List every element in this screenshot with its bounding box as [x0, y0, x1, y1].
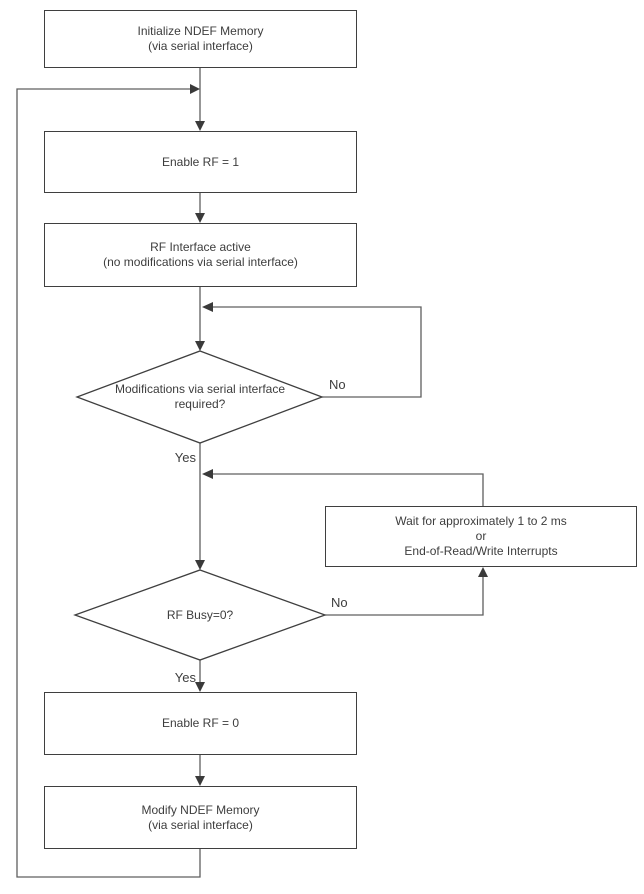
decision-modifications-required-shape [75, 350, 324, 444]
arrowhead-down-icon [195, 776, 205, 786]
node-wait-interrupts-label: Wait for approximately 1 to 2 ms or End-… [395, 514, 567, 558]
edge-wait-return [213, 473, 484, 506]
label-rf-busy-yes: Yes [174, 670, 196, 685]
node-enable-rf-1: Enable RF = 1 [44, 131, 357, 193]
edge-decision1-no-loop [213, 306, 422, 398]
arrowhead-down-icon [195, 560, 205, 570]
arrowhead-down-icon [195, 341, 205, 351]
edge-modify-loop-back [16, 88, 201, 878]
decision-modifications-required-label: Modifications via serial interface requi… [114, 382, 286, 411]
arrowhead-left-icon [202, 469, 213, 479]
arrowhead-right-icon [190, 84, 200, 94]
edge-decision2-no [325, 577, 484, 616]
label-modifications-no: No [329, 377, 346, 392]
arrowhead-down-icon [195, 121, 205, 131]
node-rf-interface-active-label: RF Interface active (no modifications vi… [103, 240, 298, 269]
node-modify-ndef-memory-label: Modify NDEF Memory (via serial interface… [141, 802, 260, 832]
decision-rf-busy-shape [73, 569, 327, 661]
label-rf-busy-no: No [331, 595, 348, 610]
label-modifications-yes: Yes [174, 450, 196, 465]
decision-rf-busy-label: RF Busy=0? [166, 608, 234, 622]
node-wait-interrupts: Wait for approximately 1 to 2 ms or End-… [325, 506, 637, 567]
node-enable-rf-0-label: Enable RF = 0 [161, 716, 240, 730]
node-enable-rf-1-label: Enable RF = 1 [161, 154, 240, 169]
arrowhead-up-icon [478, 567, 488, 577]
node-enable-rf-0: Enable RF = 0 [44, 692, 357, 755]
node-initialize-ndef-memory: Initialize NDEF Memory (via serial inter… [44, 10, 357, 68]
arrowhead-down-icon [195, 682, 205, 692]
arrowhead-left-icon [202, 302, 213, 312]
node-modify-ndef-memory: Modify NDEF Memory (via serial interface… [44, 786, 357, 849]
node-initialize-label: Initialize NDEF Memory (via serial inter… [137, 24, 264, 53]
arrowhead-down-icon [195, 213, 205, 223]
node-rf-interface-active: RF Interface active (no modifications vi… [44, 223, 357, 287]
